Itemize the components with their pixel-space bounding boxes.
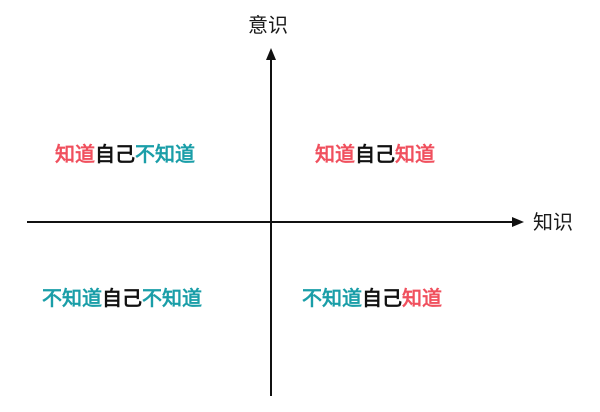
know-text: 知道 — [402, 286, 442, 310]
know-text: 知道 — [315, 142, 355, 166]
x-axis-arrow-icon — [512, 217, 524, 227]
x-axis-label: 知识 — [533, 210, 573, 234]
quadrant-bottom-right: 不知道自己知道 — [302, 288, 442, 308]
self-text: 自己 — [362, 286, 402, 310]
not-know-text: 不知道 — [135, 142, 195, 166]
quadrant-top-left: 知道自己不知道 — [55, 144, 195, 164]
self-text: 自己 — [95, 142, 135, 166]
y-axis-arrow-icon — [266, 48, 276, 60]
self-text: 自己 — [102, 286, 142, 310]
quadrant-top-right: 知道自己知道 — [315, 144, 435, 164]
y-axis-label: 意识 — [248, 13, 288, 37]
not-know-text: 不知道 — [42, 286, 102, 310]
know-text: 知道 — [55, 142, 95, 166]
self-text: 自己 — [355, 142, 395, 166]
know-text: 知道 — [395, 142, 435, 166]
quadrant-bottom-left: 不知道自己不知道 — [42, 288, 202, 308]
not-know-text: 不知道 — [302, 286, 362, 310]
not-know-text: 不知道 — [142, 286, 202, 310]
